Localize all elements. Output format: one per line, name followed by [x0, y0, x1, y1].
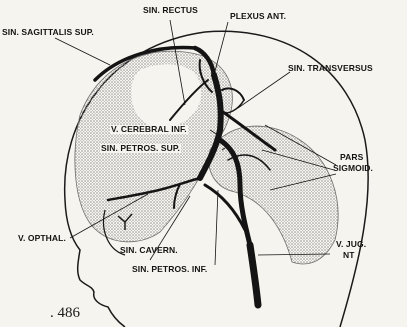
label-sin-rectus: SIN. RECTUS — [143, 6, 198, 15]
label-nt: NT — [343, 251, 355, 260]
label-sin-sagittalis-sup: SIN. SAGITTALIS SUP. — [2, 28, 94, 37]
label-v-opthal: V. OPTHAL. — [18, 234, 66, 243]
label-sin-transversus: SIN. TRANSVERSUS — [288, 64, 373, 73]
label-sin-petros-sup: SIN. PETROS. SUP. — [100, 144, 181, 153]
label-sin-petros-inf: SIN. PETROS. INF. — [132, 265, 207, 274]
label-plexus-ant: PLEXUS ANT. — [230, 12, 286, 21]
label-sin-cavern: SIN. CAVERN. — [120, 246, 178, 255]
label-sigmoid: SIGMOID. — [333, 164, 373, 173]
label-v-jug: V. JUG. — [336, 240, 366, 249]
label-pars: PARS — [340, 153, 363, 162]
page-number: . 486 — [50, 305, 80, 322]
label-v-cerebral-inf: V. CEREBRAL INF. — [110, 125, 188, 134]
